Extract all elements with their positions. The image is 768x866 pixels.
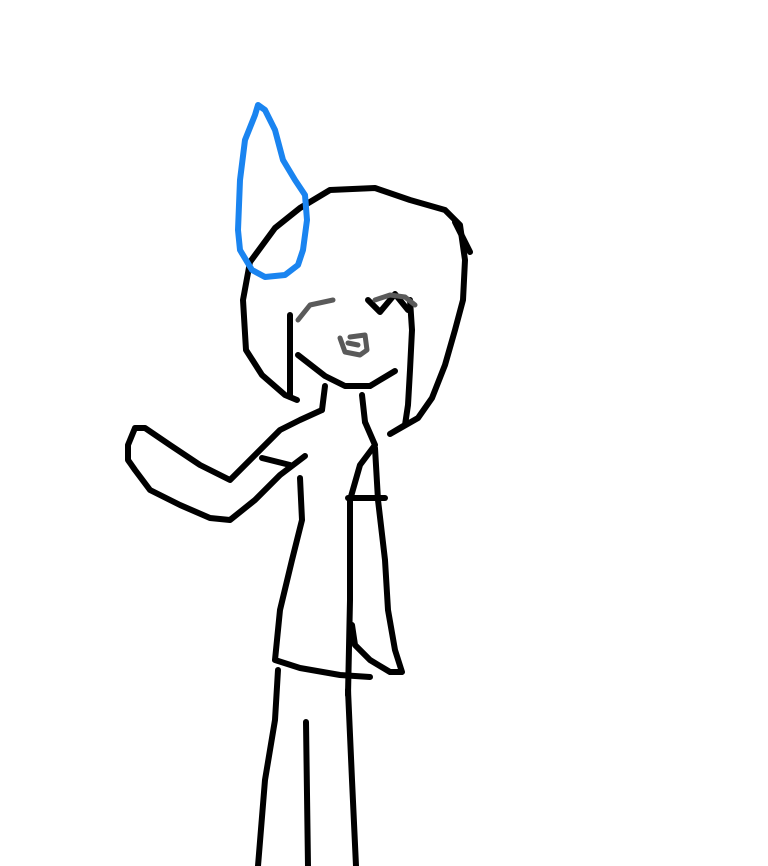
- sweat-drop-icon: [235, 102, 310, 280]
- hair-outline: [240, 185, 468, 437]
- neck-right: [359, 392, 368, 425]
- face-features: [295, 292, 418, 358]
- raised-arm: [125, 407, 325, 523]
- leg-right: [345, 687, 359, 866]
- mouth: [337, 332, 370, 358]
- eye-left: [295, 297, 336, 323]
- character-outline: [125, 185, 473, 866]
- torso-left: [272, 475, 373, 680]
- lowered-arm: [349, 445, 405, 675]
- hair-bangs: [365, 291, 411, 315]
- eye-right: [372, 292, 418, 308]
- sleeve-line: [259, 455, 293, 468]
- leg-inner: [303, 719, 311, 866]
- leg-left: [255, 667, 281, 866]
- jaw-line: [295, 352, 398, 389]
- torso-right: [345, 419, 378, 698]
- hair-tip-right: [452, 219, 473, 255]
- tongue-line: [345, 340, 361, 348]
- neck-left: [319, 383, 328, 413]
